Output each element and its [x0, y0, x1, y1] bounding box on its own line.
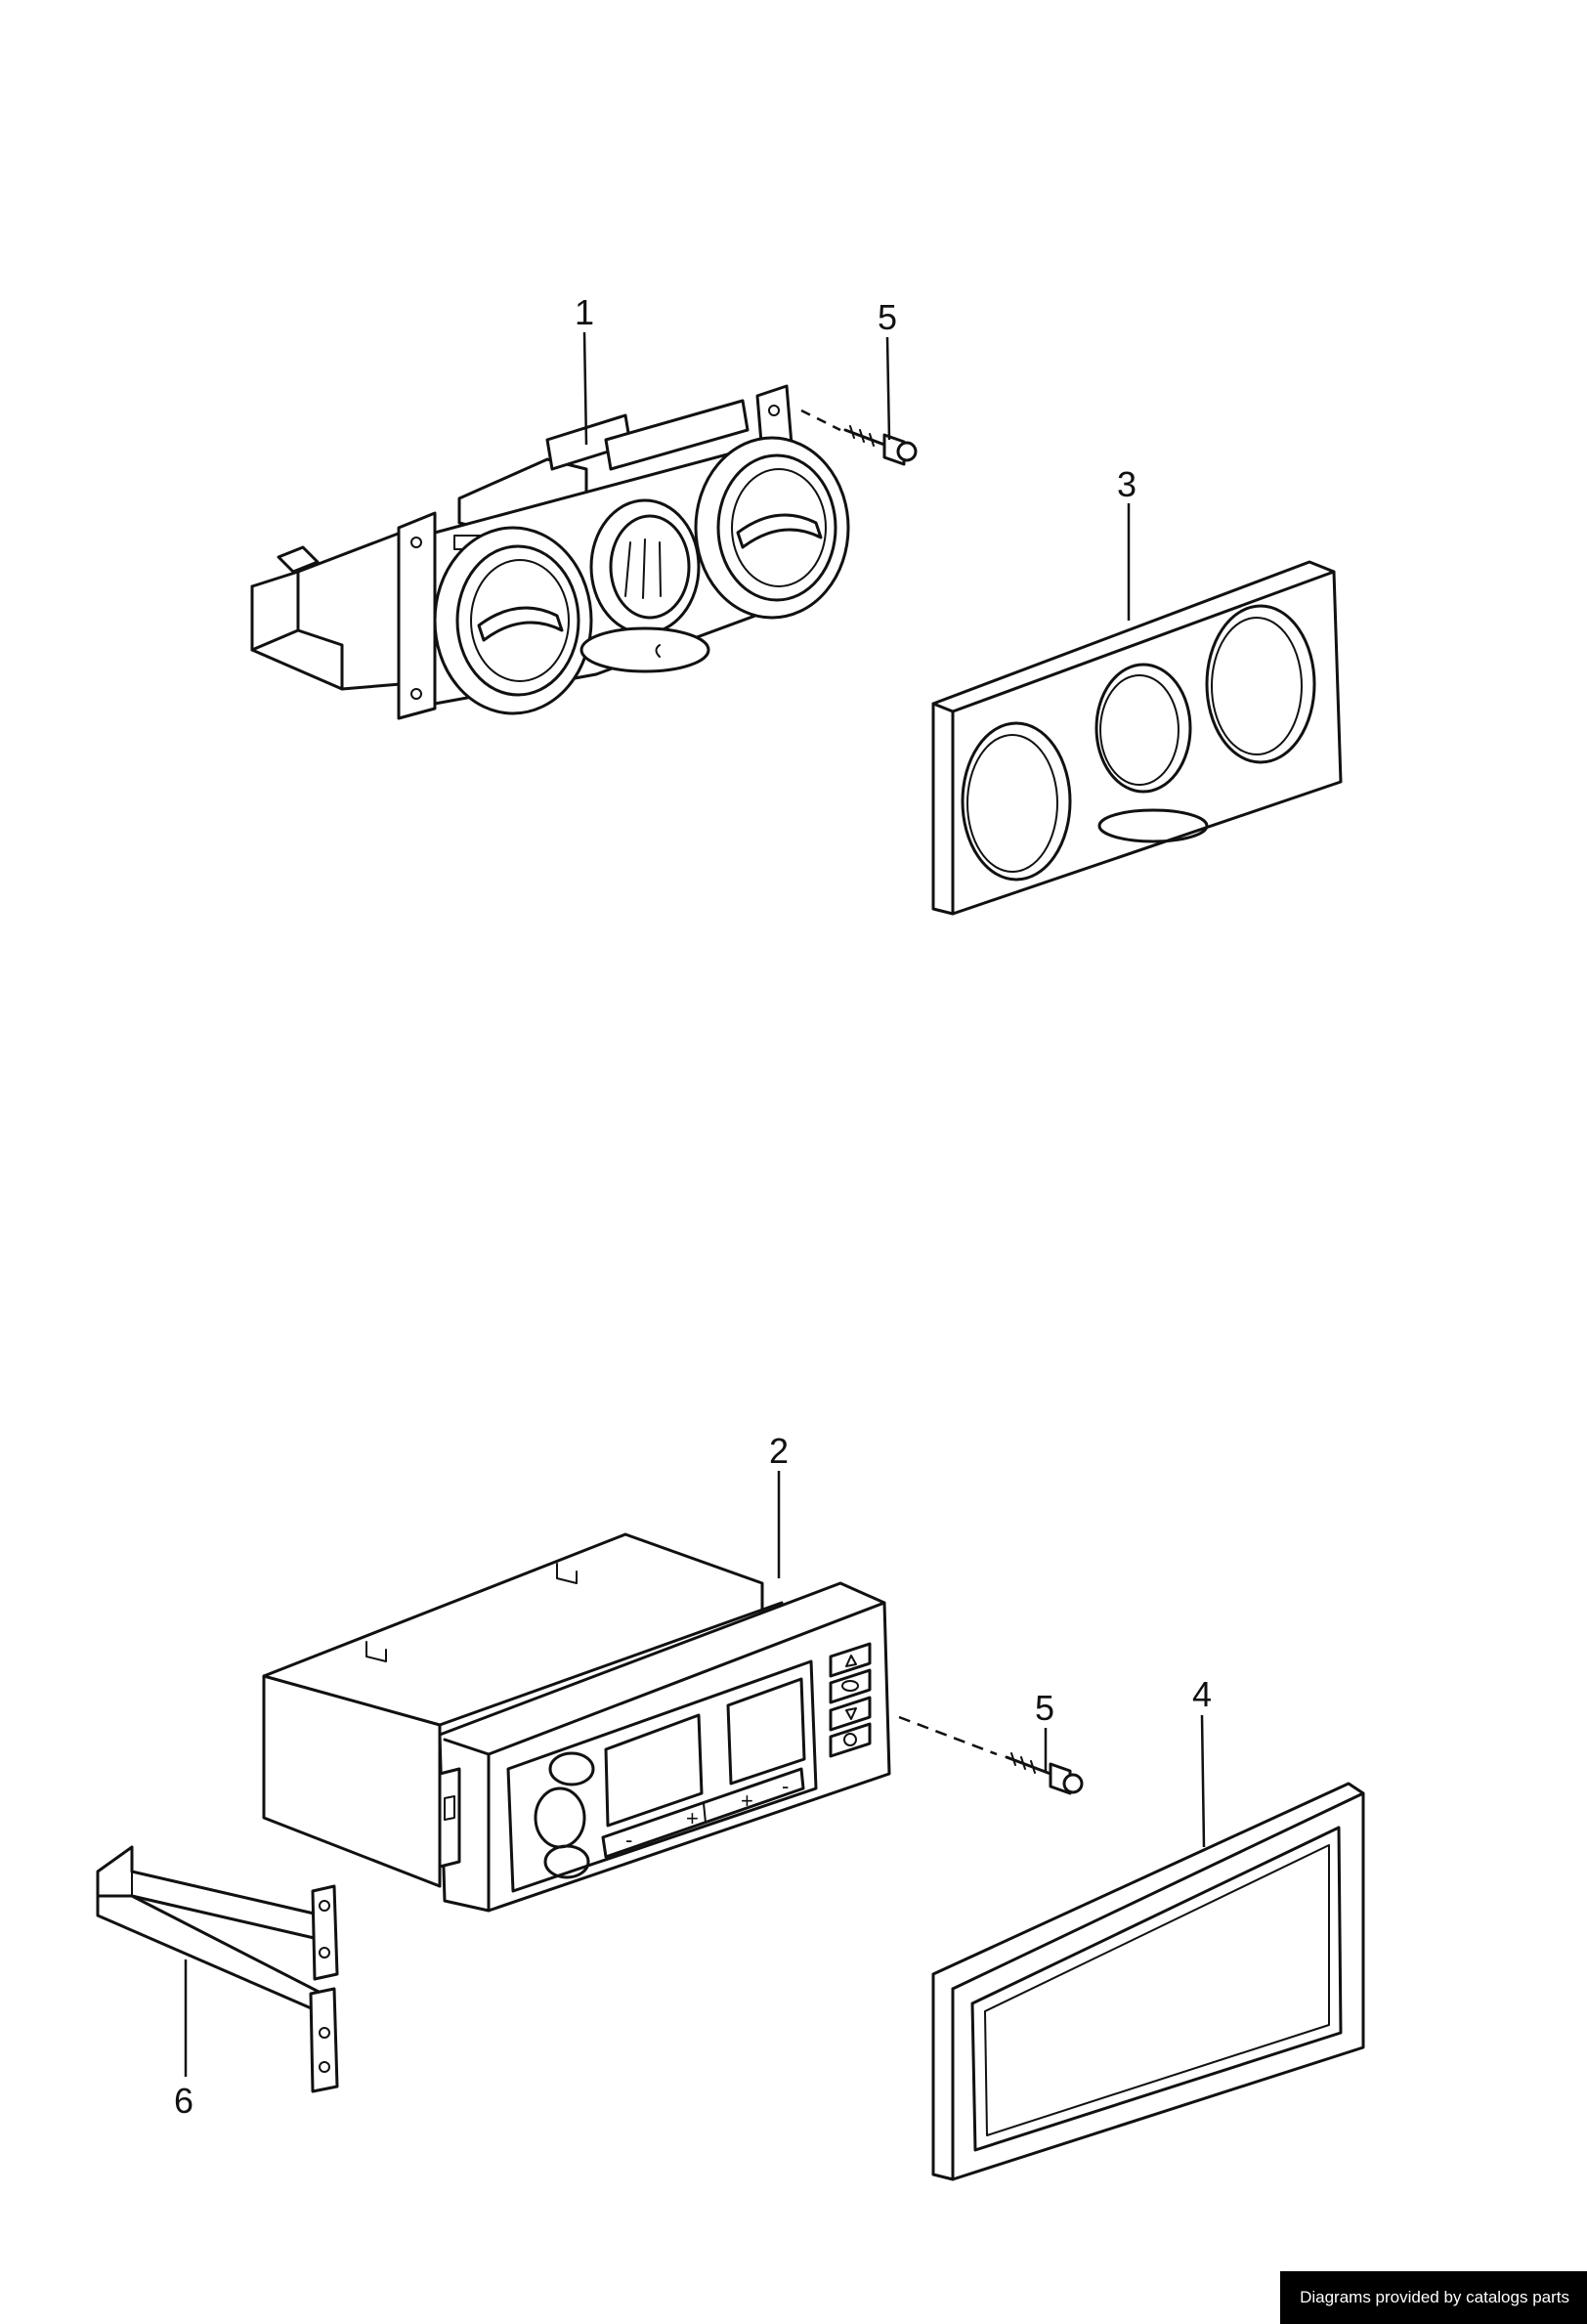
part-6-support-bracket	[96, 1845, 339, 2093]
plus-right-label: +	[741, 1788, 753, 1813]
callout-5-top: 5	[878, 297, 897, 337]
leader-4	[1200, 1714, 1206, 1848]
plus-left-label: +	[686, 1806, 699, 1830]
callout-1: 1	[575, 292, 594, 332]
callout-3: 3	[1117, 464, 1137, 504]
part-5-screw-top	[800, 409, 918, 466]
leader-5-top	[885, 336, 891, 441]
footer-attribution-badge: Diagrams provided by catalogs parts	[1280, 2271, 1587, 2324]
minus-left-label: -	[625, 1828, 632, 1852]
minus-right-label: -	[782, 1774, 789, 1798]
part-5-screw-bottom	[898, 1715, 1084, 1795]
part-4-mounting-frame	[931, 1782, 1365, 2181]
callout-2: 2	[769, 1431, 789, 1471]
part-1-control-unit	[250, 384, 850, 720]
callout-5-bottom: 5	[1035, 1688, 1054, 1728]
leader-lines	[184, 331, 1206, 2077]
part-3-trim-bezel	[931, 560, 1343, 916]
callout-6: 6	[174, 2081, 193, 2121]
callout-4: 4	[1192, 1674, 1212, 1714]
part-2-climate-control-head: - + + -	[262, 1532, 891, 1913]
leader-1	[582, 331, 588, 446]
